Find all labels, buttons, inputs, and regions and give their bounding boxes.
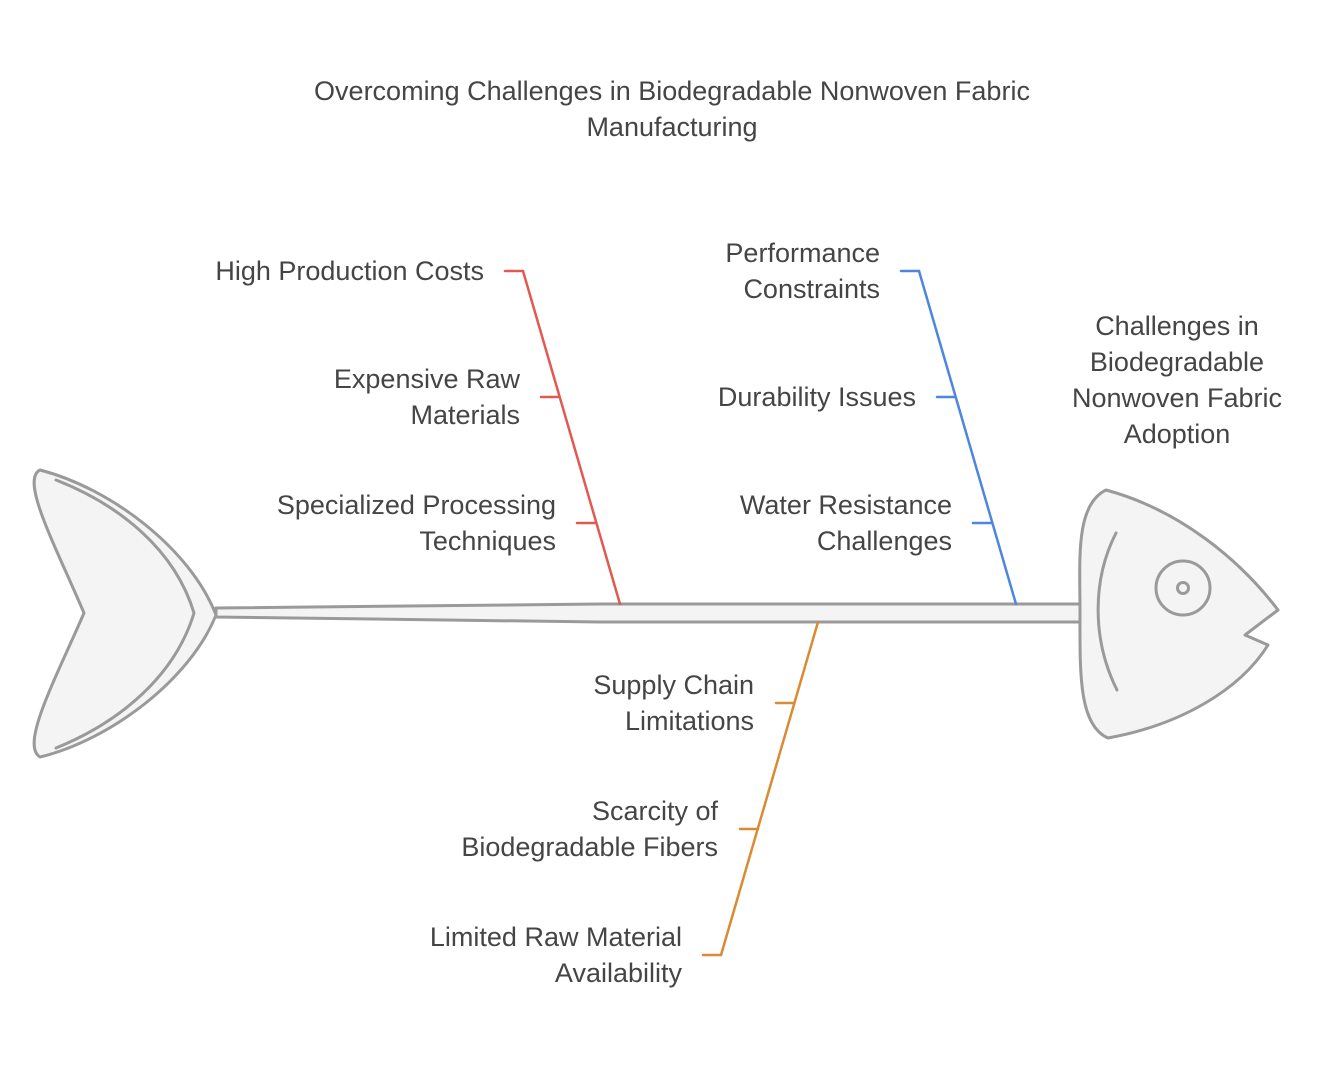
cause-line-1: Water Resistance <box>739 490 952 520</box>
cause-line-2: Techniques <box>419 526 556 556</box>
fish-tail <box>32 468 218 759</box>
head-label-line-4: Adoption <box>1123 419 1231 449</box>
cause-expensive-raw-materials: Expensive Raw Materials <box>334 361 520 433</box>
fish-gill-curve <box>1096 531 1119 692</box>
cause-supply-chain-limitations: Supply Chain Limitations <box>593 667 754 739</box>
bone-supply <box>701 620 820 957</box>
fish-tail-inner-curve <box>54 478 196 750</box>
cause-line-1: Durability Issues <box>717 382 916 412</box>
cause-line-1: Supply Chain <box>593 670 754 700</box>
category-supply-label-line-1: Limited Raw Material <box>429 922 682 952</box>
cause-line-1: Specialized Processing <box>276 490 556 520</box>
head-label-line-1: Challenges in <box>1095 311 1259 341</box>
category-cost-label: High Production Costs <box>215 253 484 289</box>
bone-supply-main <box>719 620 820 957</box>
category-performance-label-line-2: Constraints <box>743 274 880 304</box>
head-label: Challenges in Biodegradable Nonwoven Fab… <box>1042 308 1312 452</box>
bone-cost <box>503 269 622 606</box>
head-label-line-3: Nonwoven Fabric <box>1071 383 1283 413</box>
cause-line-1: Expensive Raw <box>333 364 520 394</box>
diagram-title-line-2: Manufacturing <box>586 112 758 142</box>
head-label-line-2: Biodegradable <box>1089 347 1265 377</box>
cause-scarcity-of-biodegradable-fibers: Scarcity of Biodegradable Fibers <box>461 793 718 865</box>
cause-line-2: Materials <box>410 400 520 430</box>
category-supply-label-line-2: Availability <box>554 958 682 988</box>
cause-line-1: Scarcity of <box>591 796 718 826</box>
cause-line-2: Challenges <box>816 526 952 556</box>
bone-performance-main <box>917 269 1018 606</box>
bone-cost-main <box>521 269 622 606</box>
category-supply-label: Limited Raw Material Availability <box>430 919 682 991</box>
cause-water-resistance-challenges: Water Resistance Challenges <box>740 487 952 559</box>
bone-performance <box>899 269 1018 606</box>
fish-spine <box>214 602 1086 624</box>
category-cost-label-line-1: High Production Costs <box>215 256 484 286</box>
category-performance-label: Performance Constraints <box>725 235 880 307</box>
category-performance-label-line-1: Performance <box>725 238 880 268</box>
diagram-title-line-1: Overcoming Challenges in Biodegradable N… <box>314 76 1030 106</box>
cause-specialized-processing-techniques: Specialized Processing Techniques <box>277 487 556 559</box>
diagram-title: Overcoming Challenges in Biodegradable N… <box>172 73 1172 145</box>
fish-eye-pupil <box>1176 581 1190 595</box>
cause-line-2: Limitations <box>624 706 754 736</box>
cause-durability-issues: Durability Issues <box>718 379 916 415</box>
cause-line-2: Biodegradable Fibers <box>461 832 718 862</box>
